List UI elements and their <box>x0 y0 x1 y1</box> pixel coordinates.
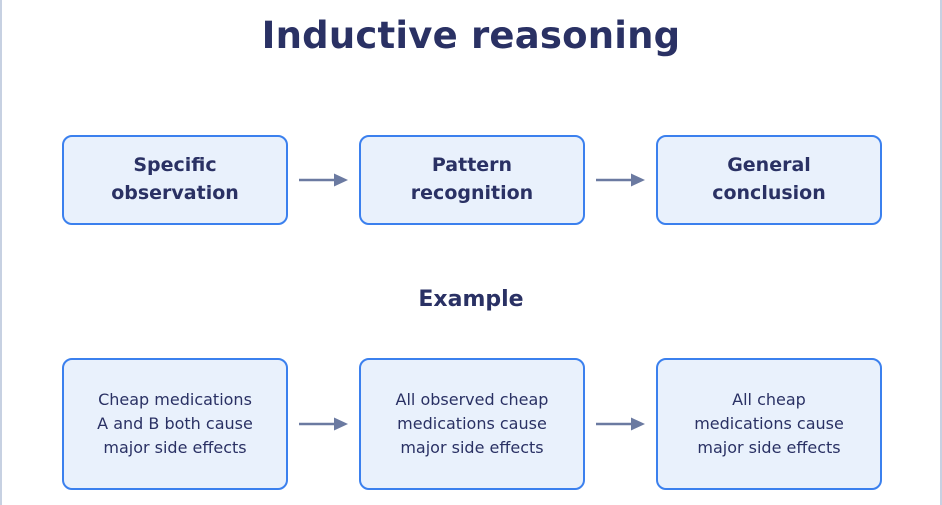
arrow-right-icon <box>595 173 645 187</box>
flow-step-label: Pattern recognition <box>410 154 534 204</box>
arrow-right-icon <box>595 417 645 431</box>
arrow-right-icon <box>298 417 348 431</box>
example-step-label: Cheap medications A and B both cause maj… <box>97 390 253 457</box>
flow-connector <box>585 172 656 188</box>
example-step-label: All cheap medications cause major side e… <box>694 390 844 457</box>
example-step-conclusion: All cheap medications cause major side e… <box>656 358 882 490</box>
flow-step-general-conclusion: General conclusion <box>656 135 882 225</box>
flow-step-pattern-recognition: Pattern recognition <box>359 135 585 225</box>
flow-connector <box>288 416 359 432</box>
page-title: Inductive reasoning <box>261 14 681 57</box>
flow-connector <box>585 416 656 432</box>
flow-row-example: Cheap medications A and B both cause maj… <box>62 358 882 490</box>
flow-connector <box>288 172 359 188</box>
example-step-pattern: All observed cheap medications cause maj… <box>359 358 585 490</box>
flow-row-steps: Specific observation Pattern recognition… <box>62 135 882 225</box>
flow-step-label: Specific observation <box>111 154 239 204</box>
arrow-right-icon <box>298 173 348 187</box>
example-heading: Example <box>418 287 524 312</box>
example-step-label: All observed cheap medications cause maj… <box>395 390 549 457</box>
flow-step-label: General conclusion <box>712 154 826 204</box>
example-step-observation: Cheap medications A and B both cause maj… <box>62 358 288 490</box>
flow-step-specific-observation: Specific observation <box>62 135 288 225</box>
